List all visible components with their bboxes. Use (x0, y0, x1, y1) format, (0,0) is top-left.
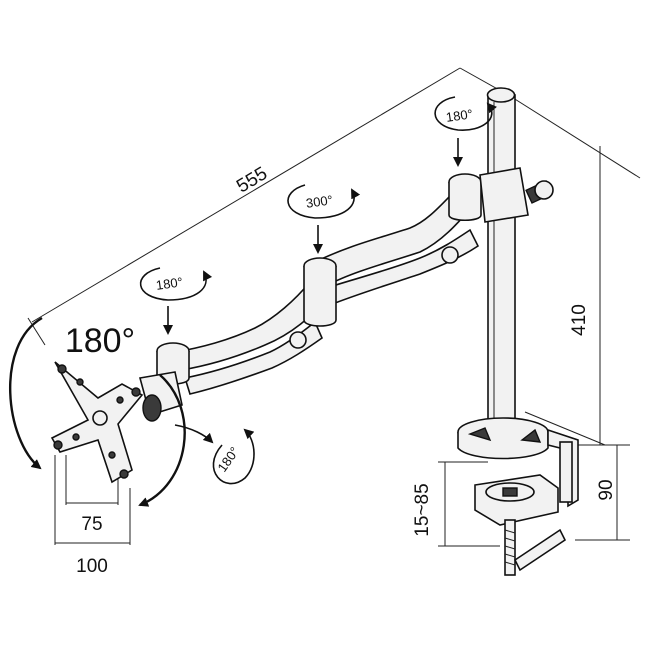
rotation-front-label: 180° (155, 274, 184, 293)
vesa-small-label: 75 (81, 514, 102, 535)
clamp-height-label: 90 (596, 479, 617, 500)
dimension-pole-height: 410 (509, 95, 641, 446)
vesa-plate (50, 361, 144, 484)
rotation-indicator-head-tilt: 180° (174, 424, 255, 485)
rear-joint (448, 167, 554, 223)
desk-clamp (457, 417, 579, 576)
dimension-desk-thickness: 15~85 (412, 461, 500, 547)
arm-length-label: 555 (233, 163, 271, 197)
vesa-large-label: 100 (76, 556, 108, 577)
rotation-indicator-screen: 180° (9, 316, 186, 507)
rotation-pole-top-label: 180° (445, 106, 474, 125)
dimension-clamp-height: 90 (575, 444, 630, 541)
rotation-indicator-middle: 300° (287, 184, 361, 254)
mounting-pole (486, 87, 516, 421)
middle-joint (303, 257, 337, 327)
desk-thickness-label: 15~85 (412, 483, 433, 536)
front-joint (138, 342, 190, 422)
rotation-screen-label: 180° (65, 322, 135, 360)
dimension-arm-length: 555 (27, 67, 511, 346)
pole-height-label: 410 (569, 304, 590, 336)
front-arm-segment (173, 280, 332, 395)
rotation-indicator-front: 180° (139, 267, 213, 335)
dimension-vesa: 75 100 (54, 455, 131, 577)
rotation-indicator-pole-top: 180° (434, 96, 497, 167)
rotation-middle-label: 300° (305, 192, 334, 211)
